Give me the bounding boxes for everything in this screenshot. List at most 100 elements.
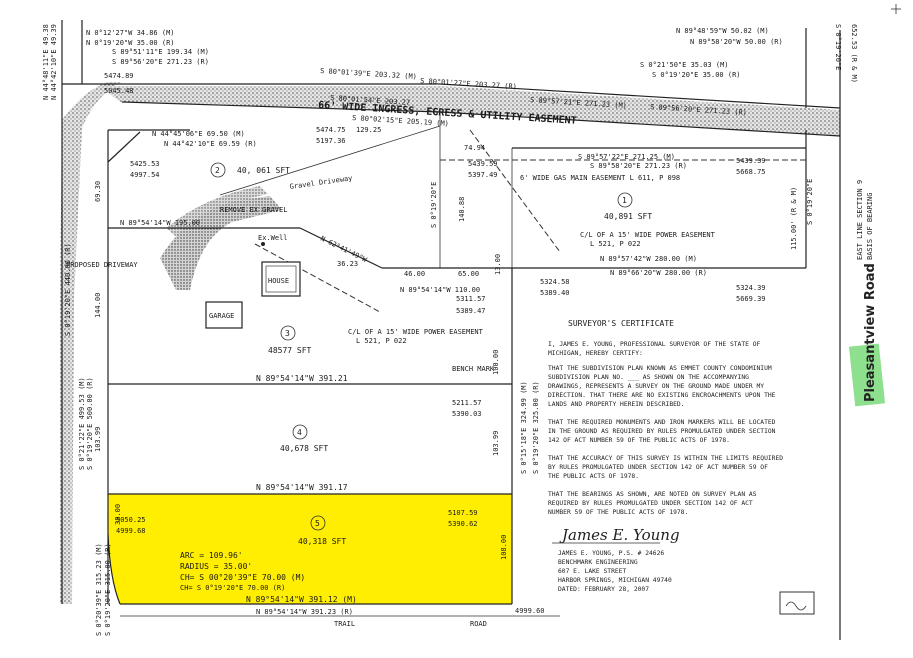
curve-ch-m: CH= S 00°20'39"E 70.00 (M) <box>180 573 305 582</box>
line-n89-391-17: N 89°54'14"W 391.17 <box>256 483 348 492</box>
lot1-number: 1 <box>622 196 627 205</box>
lot2-diag <box>107 131 141 163</box>
line-n62 <box>299 227 383 269</box>
coord-4999-68: 4999.68 <box>116 527 146 535</box>
signer-l5: DATED: FEBRUARY 28, 2007 <box>558 586 649 593</box>
right-bearing-1: S 0°19'20"E <box>834 24 842 70</box>
left-outer-bearing: S 0°19'20"E 440.00 (R) <box>64 243 72 336</box>
line-n89-391-21: N 89°54'14"W 391.21 <box>256 374 348 383</box>
lot1-circle <box>617 192 633 208</box>
right-bearing-2: 652.53 (R & M) <box>850 24 858 83</box>
cert-p2-l2: SUBDIVISION PLAN NO. ___ AS SHOWN ON THE… <box>548 374 749 381</box>
west-bearing-m: N 44°48'11"E 49.38 <box>42 24 50 100</box>
lot5-circle <box>310 515 326 531</box>
lot3-number: 3 <box>285 329 290 338</box>
lot3-circle <box>280 325 296 341</box>
trail-label: TRAIL <box>334 620 355 628</box>
coord-5211-57: 5211.57 <box>452 399 482 407</box>
cert-p2-l5: LANDS AND PROPERTY HEREIN DESCRIBED. <box>548 401 684 408</box>
house-label: HOUSE <box>268 277 289 285</box>
lot2-area: 40, 061 SFT <box>237 166 290 175</box>
east-line-label: EAST LINE SECTION 9 <box>856 180 864 260</box>
right-115: 115.00' (R & M) <box>790 187 798 250</box>
coord-5389-47: 5389.47 <box>456 307 486 315</box>
signer-l4: HARBOR SPRINGS, MICHIGAN 49740 <box>558 577 672 584</box>
line-38: 38.00 <box>114 504 122 525</box>
line-s0-19-325: S 0°19'20"E 325.00 (R) <box>532 381 540 474</box>
coord-5474-89: 5474.89 <box>104 72 134 80</box>
signer-l1: JAMES E. YOUNG, P.S. # 24626 <box>558 550 664 557</box>
cert-p5-l2: REQUIRED BY RULES PROMULGATED UNDER SECT… <box>548 500 753 507</box>
line-144: 144.00 <box>94 293 102 318</box>
power1-label: C/L OF A 15' WIDE POWER EASEMENT <box>580 231 716 239</box>
power-easement-2 <box>254 243 381 313</box>
line-n44-m: N 44°45'06"E 69.50 (M) <box>152 130 245 138</box>
line-n89-110: N 89°54'14"W 110.00 <box>400 286 480 294</box>
west-bearing-r: N 44°42'10"E 49.39 <box>50 24 58 100</box>
cert-p5-l3: NUMBER 59 OF THE PUBLIC ACTS OF 1978. <box>548 509 688 516</box>
coord-5107-59: 5107.59 <box>448 509 478 517</box>
bearing-top-right-m: N 89°48'59"W 50.02 (M) <box>676 27 769 35</box>
line-129-25: 129.25 <box>356 126 381 134</box>
line-n89-195: N 89°54'14"W 195.00 <box>120 219 200 227</box>
proposed-drive-label: PROPOSED DRIVEWAY <box>66 261 138 269</box>
coord-5390-03: 5390.03 <box>452 410 482 418</box>
line-391-23-r: N 89°54'14"W 391.23 (R) <box>256 608 353 616</box>
cert-p2-l4: DIRECTION. THAT THERE ARE NO EXISTING EN… <box>548 392 776 399</box>
coord-5425-53: 5425.53 <box>130 160 160 168</box>
cert-p3-l2: IN THE GROUND AS REQUIRED BY RULES PROMU… <box>548 428 776 435</box>
line-n89-56-r: N 89°66'20"W 280.00 (R) <box>610 269 707 277</box>
coord-5397-49: 5397.49 <box>468 171 498 179</box>
line-n89-57-42: N 89°57'42"W 280.00 (M) <box>600 255 697 263</box>
coord-5324-39: 5324.39 <box>736 284 766 292</box>
cert-p2-l1: THAT THE SUBDIVISION PLAN KNOWN AS EMMET… <box>548 365 772 372</box>
power2-ref: L 521, P 022 <box>356 337 407 345</box>
cert-p3-l1: THAT THE REQUIRED MONUMENTS AND IRON MAR… <box>548 419 776 426</box>
coord-5474-75: 5474.75 <box>316 126 346 134</box>
pleasantview-road-label: Pleasantview Road <box>863 263 878 402</box>
line-100: 100.00 <box>492 350 500 375</box>
cert-p4-l1: THAT THE ACCURACY OF THIS SURVEY IS WITH… <box>548 455 783 462</box>
power1-ref: L 521, P 022 <box>590 240 641 248</box>
seal-stamp <box>779 591 815 615</box>
lot4-number: 4 <box>297 428 302 437</box>
gas-easement-label: 6' WIDE GAS MAIN EASEMENT L 611, P 098 <box>520 174 680 182</box>
seal-scribble <box>785 601 807 611</box>
curve-radius-label: RADIUS = 35.00' <box>180 562 252 571</box>
easement-s89-51: S 89°51'11"E 199.34 (M) <box>112 48 209 56</box>
right-s0-19: S 0°19'20"E <box>806 179 814 225</box>
power2-label: C/L OF A 15' WIDE POWER EASEMENT <box>348 328 484 336</box>
south-easement-a <box>121 101 441 113</box>
bearing-s0-21: S 0°21'50"E 35.03 (M) <box>640 61 729 69</box>
coord-5050-25: 5050.25 <box>116 516 146 524</box>
line-108: 108.00 <box>500 535 508 560</box>
cert-p4-l3: THE PUBLIC ACTS OF 1978. <box>548 473 639 480</box>
inner-left-r: S 0°19'20"E 315.00 (R) <box>104 543 112 636</box>
curve-arc-label: ARC = 109.96' <box>180 551 243 560</box>
bearing-s0-19: S 0°19'20"E 35.00 (R) <box>652 71 741 79</box>
lot5-number: 5 <box>315 519 320 528</box>
cert-p1-l2: MICHIGAN, HEREBY CERTIFY: <box>548 350 643 357</box>
bearing-top-right-r: N 89°58'20"W 50.00 (R) <box>690 38 783 46</box>
remove-gravel-label: REMOVE EX GRAVEL <box>220 206 287 214</box>
garage-label: GARAGE <box>209 312 234 320</box>
line-s0-15: S 0°15'18"E 324.99 (M) <box>520 381 528 474</box>
ex-well-label: Ex.Well <box>258 234 288 242</box>
line-65: 65.00 <box>458 270 479 278</box>
easement-band-west <box>60 82 122 604</box>
line-140-88: 140.88 <box>458 197 466 222</box>
bearing-top-left-m: N 0°12'27"W 34.86 (M) <box>86 29 175 37</box>
inner-left-m: S 0°20'39"E 315.23 (M) <box>95 543 103 636</box>
road-highlight <box>848 343 886 407</box>
lot2-circle <box>210 162 226 178</box>
coord-4999-60: 4999.60 <box>515 607 545 615</box>
curve-ch-r: CH= S 0°19'20"E 70.00 (R) <box>180 584 285 592</box>
signer-l3: 607 E. LAKE STREET <box>558 568 626 575</box>
road-bottom-label: ROAD <box>470 620 487 628</box>
line-s89-57-22: S 89°57'22"E 271.25 (M) <box>578 153 675 161</box>
easement-band-top <box>100 86 840 136</box>
lot4-area: 40,678 SFT <box>280 444 328 453</box>
coord-5439-59: 5439.59 <box>468 160 498 168</box>
garage-footprint <box>205 301 243 329</box>
